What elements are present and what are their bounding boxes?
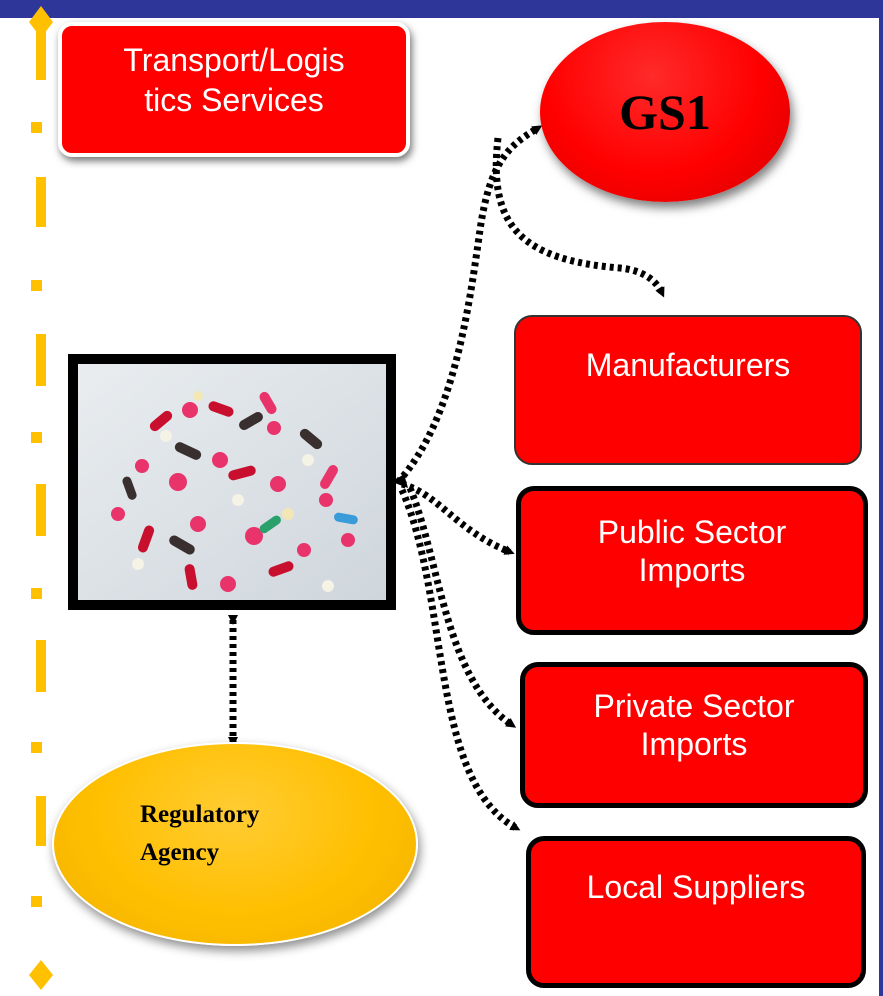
public-sector-imports-node: Public Sector Imports	[516, 486, 868, 635]
timeline-start-diamond	[29, 6, 53, 38]
pills-connector-arrowhead	[392, 474, 408, 488]
private-imports-line1: Private Sector	[593, 688, 795, 724]
regulatory-line1: Regulatory	[140, 801, 260, 828]
regulatory-line2: Agency	[140, 839, 220, 866]
pills-photo	[68, 354, 396, 610]
local-suppliers-label: Local Suppliers	[586, 869, 806, 905]
connector-pills-local	[398, 488, 521, 832]
private-imports-line2: Imports	[640, 726, 748, 762]
transport-logistics-node: Transport/Logis tics Services	[58, 22, 410, 157]
transport-label-line1: Transport/Logis	[123, 42, 345, 78]
right-edge-bar	[879, 0, 883, 996]
gs1-node: GS1	[540, 22, 790, 202]
manufacturers-node: Manufacturers	[514, 315, 862, 465]
connector-pills-gs1	[395, 125, 543, 485]
regulatory-agency-node: Regulatory Agency	[52, 742, 418, 946]
dotted-connectors	[228, 125, 666, 832]
transport-label-line2: tics Services	[144, 82, 324, 118]
pills-photo-icon	[78, 364, 386, 600]
public-imports-line1: Public Sector	[597, 514, 787, 550]
connector-pills-public	[400, 480, 515, 556]
timeline-end-diamond	[29, 960, 53, 990]
tablets	[111, 391, 355, 592]
public-imports-line2: Imports	[638, 552, 746, 588]
connector-pills-private	[406, 486, 517, 728]
top-header-bar	[0, 0, 883, 18]
private-sector-imports-node: Private Sector Imports	[520, 662, 868, 808]
timeline	[29, 6, 53, 990]
local-suppliers-node: Local Suppliers	[526, 836, 866, 988]
capsules	[122, 391, 358, 590]
gs1-label: GS1	[619, 84, 711, 140]
manufacturers-label: Manufacturers	[585, 347, 791, 383]
connector-gs1-manufacturers	[492, 137, 666, 298]
